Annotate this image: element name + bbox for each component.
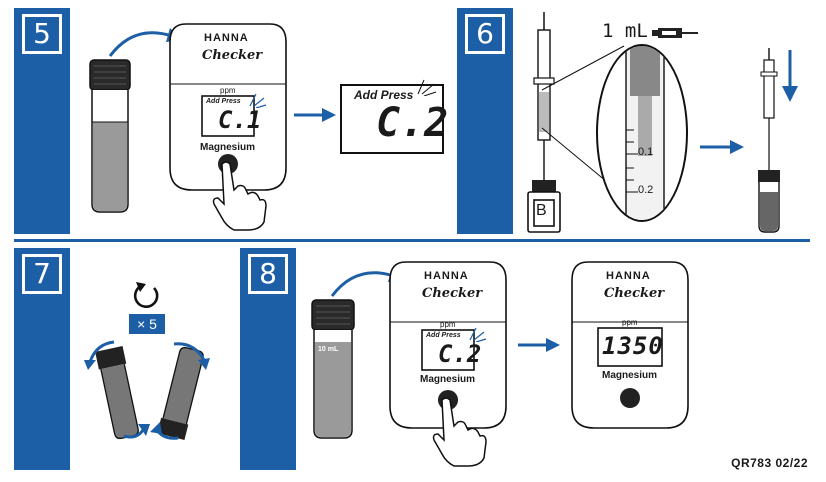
step-6-bar: 6 [457,8,513,234]
step8-meter-model: Checker [422,286,483,301]
step6-arrow-down [782,50,798,102]
step8-reading-unit: ppm [622,318,638,327]
section-divider [14,239,810,242]
step6-syringe-vial [758,48,780,233]
step5-meter: HANNA Checker ppm Add Press C.1 Magnesiu… [166,18,290,196]
step6-scale-1: 0.1 [638,146,654,158]
step8-hand-icon [432,397,487,467]
step8-display-status: Add Press [426,332,461,339]
step5-blink-icon [249,93,267,108]
step6-bottle-label: B [536,202,547,219]
step-5-bar: 5 [14,8,70,234]
step7-repeat-badge: × 5 [129,314,165,334]
step-7-number: 7 [22,254,62,294]
step5-meter-unit: ppm [220,86,236,95]
step8-vial-label: 10 mL [318,346,339,353]
step6-scale-2: 0.2 [638,184,654,196]
step8-meter-measure-body [389,261,507,429]
step5-zoom-status: Add Press [354,88,414,102]
step5-display-status: Add Press [206,98,241,105]
step5-zoom-blink-icon [417,79,437,96]
step8-reading-model: Checker [604,286,665,301]
step5-meter-body [169,23,287,191]
step6-zoom-syringe [625,46,665,220]
step8-meter-reading: HANNA Checker ppm 1350 Magnesium [568,256,692,434]
step-7-bar: 7 [14,248,70,470]
step8-reading-parameter: Magnesium [602,370,658,381]
step-5-number: 5 [22,14,62,54]
step6-volume-label: 1 mL [602,20,648,42]
step8-meter-parameter: Magnesium [420,374,476,385]
step8-arrow-right [518,338,560,352]
step8-vial [311,299,355,439]
step8-display-code: C.2 [438,340,482,368]
step5-vial [89,59,131,213]
step-8-bar: 8 [240,248,296,470]
step6-syringe-bottle [527,12,561,233]
step5-meter-brand: HANNA [204,32,249,44]
step5-meter-parameter: Magnesium [200,142,256,153]
step5-zoom-display: Add Press C.2 [340,84,448,154]
step8-meter-unit: ppm [440,320,456,329]
step5-arrow-right [294,108,336,122]
step8-meter-measure: HANNA Checker ppm Add Press C.2 Magnesiu… [386,256,510,434]
step8-reading-brand: HANNA [606,270,651,282]
syringe-icon [652,28,698,38]
step5-hand-icon [212,161,267,231]
step5-display-code: C.1 [218,106,262,134]
step5-vial-label: 10 mL [94,116,115,123]
step8-meter-brand: HANNA [424,270,469,282]
step8-blink-icon [469,327,487,342]
step5-zoom-code: C.2 [376,100,449,146]
step6-arrow-right [700,140,744,154]
step5-meter-model: Checker [202,48,263,63]
step8-reading-value: 1350 [602,332,664,360]
step6-zoom-lens: 0.1 0.2 [596,44,688,222]
step-6-number: 6 [465,14,505,54]
rotate-icon [133,282,159,308]
step8-meter-reading-body [571,261,689,429]
step7-vials-shaking [84,340,210,441]
document-code: QR783 02/22 [731,456,808,470]
step-8-number: 8 [248,254,288,294]
